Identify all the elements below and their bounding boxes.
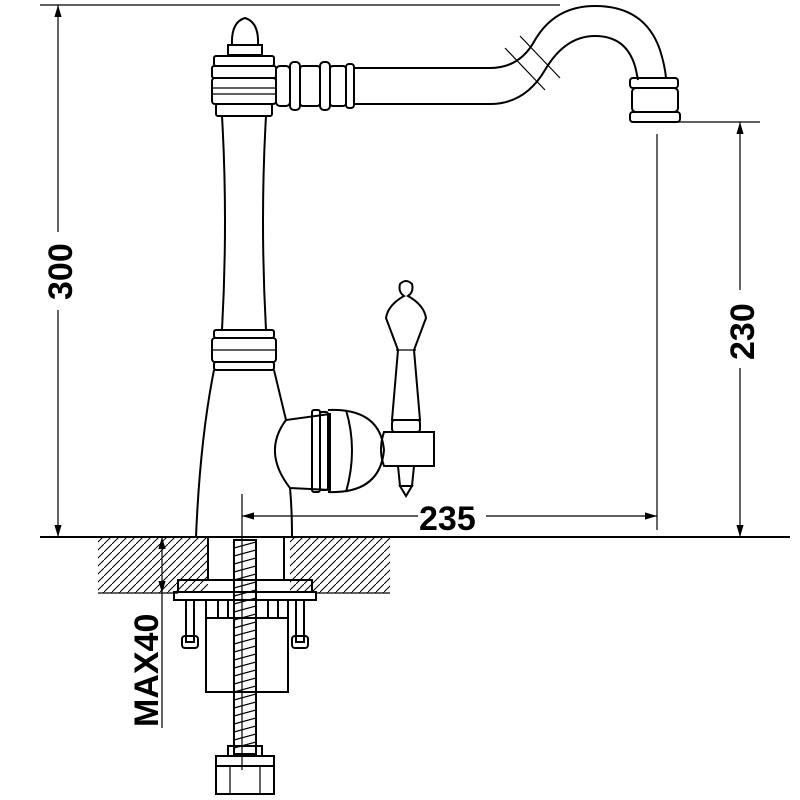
- faucet-body: [195, 16, 293, 538]
- dimension-spout-height: 230: [656, 122, 762, 537]
- faucet-handle: [273, 280, 435, 498]
- dimension-max-mount: MAX40: [128, 537, 166, 728]
- dimension-label-300: 300: [42, 243, 80, 300]
- countertop-section: [40, 536, 790, 594]
- mounting-hardware: [173, 537, 317, 795]
- faucet-spout: [275, 4, 681, 123]
- dimension-label-230: 230: [724, 303, 762, 360]
- dimension-total-height: 300: [40, 4, 80, 537]
- dimension-spout-reach: 235: [241, 494, 657, 770]
- dimension-label-235: 235: [419, 500, 476, 538]
- dimension-label-max40: MAX40: [128, 614, 166, 727]
